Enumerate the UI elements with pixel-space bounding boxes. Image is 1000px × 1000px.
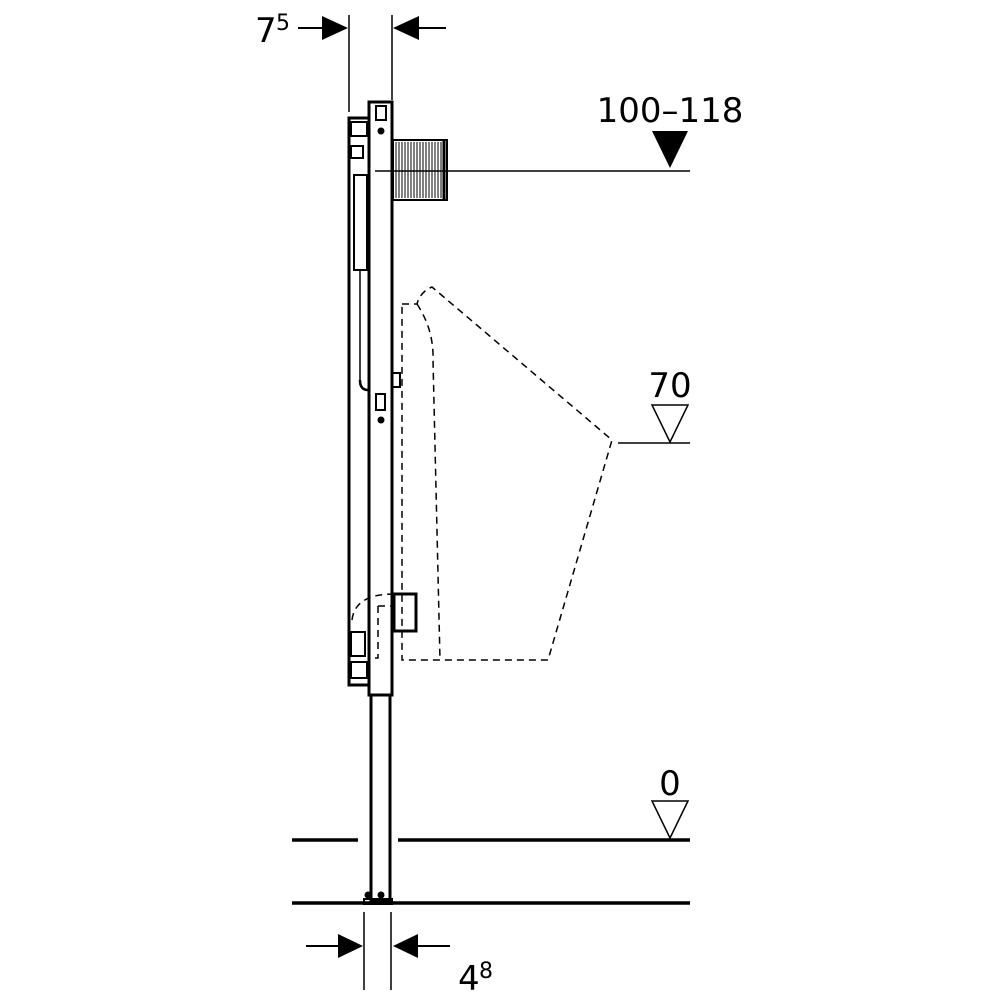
open-triangle-icon: [650, 404, 690, 444]
floor-lines: [292, 838, 690, 905]
level-marker-0: 0: [650, 764, 690, 840]
level-label: 70: [648, 366, 691, 406]
level-marker-100-118: 100–118: [375, 91, 744, 172]
filled-triangle-icon: [652, 131, 688, 168]
level-label: 0: [659, 764, 681, 804]
installation-frame: [347, 100, 418, 905]
top-dimension-value: 7: [255, 11, 277, 51]
level-label: 100–118: [597, 91, 744, 131]
bottom-dimension-superscript: 8: [479, 959, 493, 984]
arrow-left-icon: [393, 934, 418, 958]
connection-rail: [392, 139, 448, 201]
arrow-right-icon: [322, 16, 348, 40]
top-dimension: 7 5: [255, 11, 446, 112]
arrow-right-icon: [338, 934, 363, 958]
level-marker-70: 70: [618, 366, 692, 444]
arrow-left-icon: [393, 16, 419, 40]
urinal-outline: [351, 286, 613, 661]
top-dimension-superscript: 5: [276, 11, 290, 36]
open-triangle-icon: [650, 800, 690, 840]
bottom-dimension-value: 4: [458, 959, 480, 999]
bottom-dimension: 4 8: [306, 912, 493, 999]
